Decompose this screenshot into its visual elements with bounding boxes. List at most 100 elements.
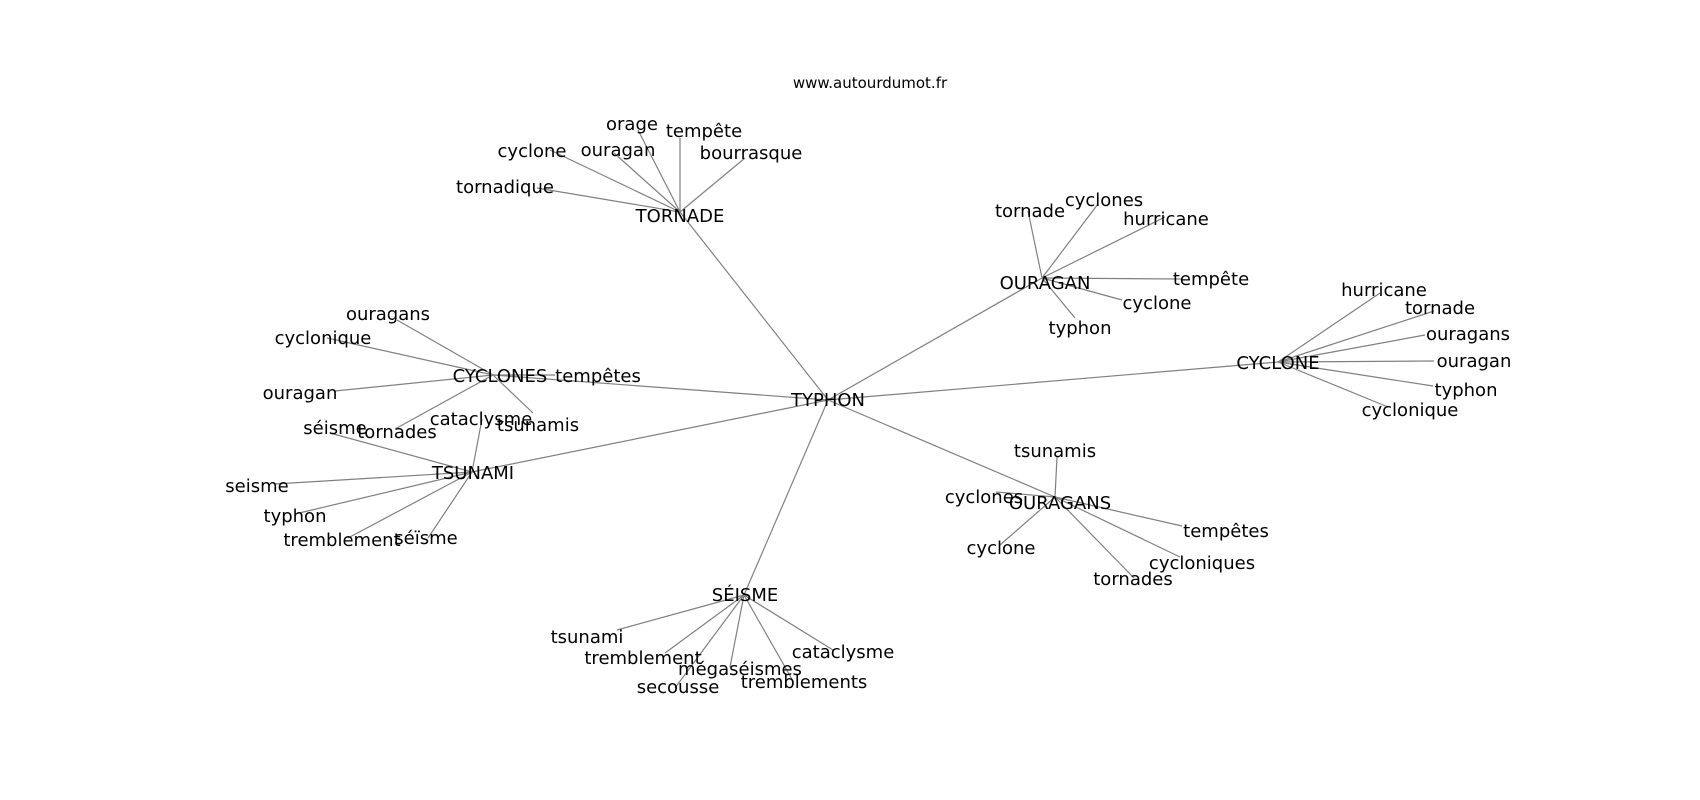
hub-leaf-edge (396, 319, 494, 376)
leaf-node-label: ouragan (263, 383, 338, 404)
leaf-node-label: typhon (264, 506, 327, 527)
leaf-node-label: cataclysme (430, 409, 533, 430)
graph-edges (274, 129, 1435, 689)
leaf-node-label: tornadique (456, 177, 554, 198)
hub-leaf-edge (995, 491, 1056, 498)
leaf-node-label: orage (606, 114, 658, 135)
leaf-node-label: cyclone (498, 141, 567, 162)
leaf-node-label: tempête (1173, 269, 1249, 290)
leaf-node-label: tornades (1093, 569, 1172, 590)
leaf-node-label: cyclone (1123, 293, 1192, 314)
site-url: www.autourdumot.fr (793, 74, 948, 92)
root-hub-edge (679, 211, 829, 401)
leaf-node-label: cataclysme (792, 642, 895, 663)
leaf-node-label: typhon (1049, 318, 1112, 339)
leaf-node-label: tornade (1405, 298, 1475, 319)
leaf-node-label: tempête (666, 121, 742, 142)
leaf-node-label: tsunami (551, 627, 624, 648)
hub-leaf-edge (274, 471, 473, 485)
leaf-node-label: séisme (303, 418, 366, 439)
leaf-node-label: ouragan (1437, 351, 1512, 372)
root-node-label: TYPHON (790, 390, 865, 411)
leaf-node-label: cyclonique (275, 328, 372, 349)
leaf-node-label: ouragan (581, 140, 656, 161)
hub-leaf-edge (743, 594, 834, 651)
hub-leaf-edge (664, 594, 745, 654)
hub-leaf-edge (394, 374, 494, 430)
root-hub-edge (827, 361, 1279, 401)
hub-node-label: CYCLONES (453, 366, 548, 387)
leaf-node-label: tsunamis (497, 415, 579, 436)
leaf-node-label: bourrasque (700, 143, 803, 164)
hub-leaf-edge (613, 152, 681, 213)
hub-leaf-edge (1041, 277, 1183, 280)
hub-leaf-edge (1054, 496, 1183, 527)
leaf-node-label: tremblement (584, 648, 701, 669)
hub-leaf-edge (1041, 203, 1099, 279)
leaf-node-label: tempêtes (555, 366, 641, 387)
leaf-node-label: cyclones (1065, 190, 1143, 211)
hub-leaf-edge (347, 471, 473, 539)
hub-leaf-edge (1054, 496, 1135, 579)
hub-leaf-edge (1277, 310, 1435, 363)
hub-leaf-edge (1054, 456, 1058, 498)
hub-node-label: OURAGANS (1009, 493, 1111, 514)
root-hub-edge (471, 399, 829, 473)
hub-leaf-edge (1277, 361, 1434, 387)
leaf-node-label: typhon (1435, 380, 1498, 401)
hub-node-label: CYCLONE (1236, 353, 1319, 374)
hub-node-label: OURAGAN (1000, 273, 1091, 294)
hub-leaf-edge (679, 157, 746, 213)
hub-node-label: TORNADE (635, 206, 725, 227)
hub-leaf-edge (674, 594, 745, 689)
hub-node-label: TSUNAMI (431, 463, 514, 484)
hub-leaf-edge (1277, 361, 1389, 408)
leaf-node-label: séïsme (394, 528, 457, 549)
leaf-node-label: cycloniques (1149, 553, 1255, 574)
hub-leaf-edge (1027, 210, 1043, 279)
leaf-node-label: hurricane (1123, 209, 1209, 230)
hub-leaf-edge (294, 471, 473, 515)
hub-node-label: SÉISME (712, 584, 778, 606)
leaf-node-label: tornades (357, 422, 436, 443)
hub-leaf-edge (326, 337, 494, 376)
hub-leaf-edge (743, 594, 794, 682)
leaf-node-label: cyclonique (1362, 400, 1459, 421)
hub-leaf-edge (427, 471, 473, 539)
hub-leaf-edge (549, 149, 681, 213)
leaf-node-label: secousse (637, 677, 720, 698)
hub-leaf-edge (334, 374, 494, 392)
hub-leaf-edge (471, 418, 483, 473)
hub-leaf-edge (536, 187, 681, 213)
root-hub-edge (827, 277, 1043, 401)
root-hub-edge (743, 399, 829, 596)
leaf-node-label: cyclone (967, 538, 1036, 559)
leaf-node-label: tremblement (283, 530, 400, 551)
hub-leaf-edge (329, 432, 473, 473)
leaf-node-label: seisme (225, 476, 288, 497)
root-hub-edge (492, 374, 829, 401)
hub-leaf-edge (1277, 292, 1381, 363)
leaf-node-label: tempêtes (1183, 521, 1269, 542)
hub-leaf-edge (729, 594, 745, 668)
root-hub-edge (827, 399, 1056, 498)
leaf-node-label: ouragans (1426, 324, 1510, 345)
hub-leaf-edge (492, 374, 534, 414)
hub-leaf-edge (616, 594, 745, 631)
hub-leaf-edge (1277, 334, 1426, 363)
leaf-node-label: tremblements (741, 672, 868, 693)
leaf-node-label: cyclones (945, 487, 1023, 508)
hub-leaf-edge (999, 496, 1056, 546)
hub-leaf-edge (1041, 277, 1123, 301)
hub-leaf-edge (1041, 216, 1166, 279)
hub-leaf-edge (1054, 496, 1181, 558)
leaf-node-label: ouragans (346, 304, 430, 325)
hub-leaf-edge (637, 129, 681, 213)
leaf-node-label: tornade (995, 201, 1065, 222)
leaf-node-label: mégaséismes (678, 659, 802, 680)
leaf-node-label: tsunamis (1014, 441, 1096, 462)
hub-leaf-edge (1277, 360, 1435, 363)
leaf-node-label: hurricane (1341, 280, 1427, 301)
